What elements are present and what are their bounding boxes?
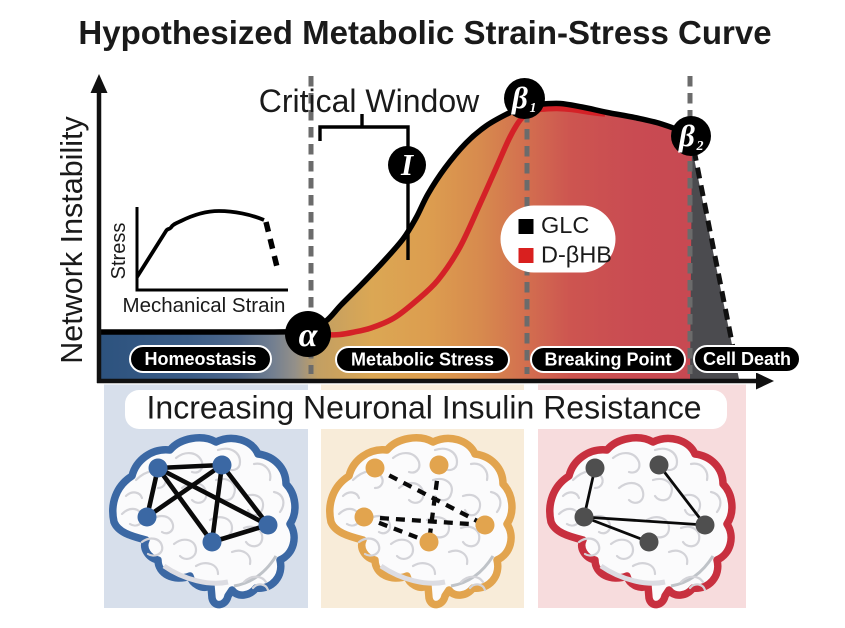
svg-text:I: I [400, 147, 414, 182]
svg-text:β: β [678, 118, 695, 153]
svg-text:Increasing Neuronal Insulin Re: Increasing Neuronal Insulin Resistance [147, 390, 702, 426]
svg-text:Breaking Point: Breaking Point [544, 350, 671, 370]
svg-text:Cell Death: Cell Death [703, 349, 791, 369]
svg-text:GLC: GLC [541, 212, 589, 238]
svg-text:Mechanical Strain: Mechanical Strain [123, 294, 286, 317]
svg-text:Metabolic Stress: Metabolic Stress [351, 350, 494, 370]
svg-text:2: 2 [696, 139, 704, 154]
svg-text:Hypothesized Metabolic Strain-: Hypothesized Metabolic Strain-Stress Cur… [78, 14, 771, 51]
svg-text:α: α [299, 317, 319, 354]
svg-text:1: 1 [530, 101, 537, 116]
svg-text:Network Instability: Network Instability [55, 116, 89, 364]
svg-text:D-βHB: D-βHB [541, 242, 612, 268]
svg-text:β: β [511, 80, 528, 115]
svg-text:Critical Window: Critical Window [259, 83, 480, 119]
svg-text:Homeostasis: Homeostasis [144, 349, 256, 369]
svg-text:Stress: Stress [108, 223, 130, 280]
